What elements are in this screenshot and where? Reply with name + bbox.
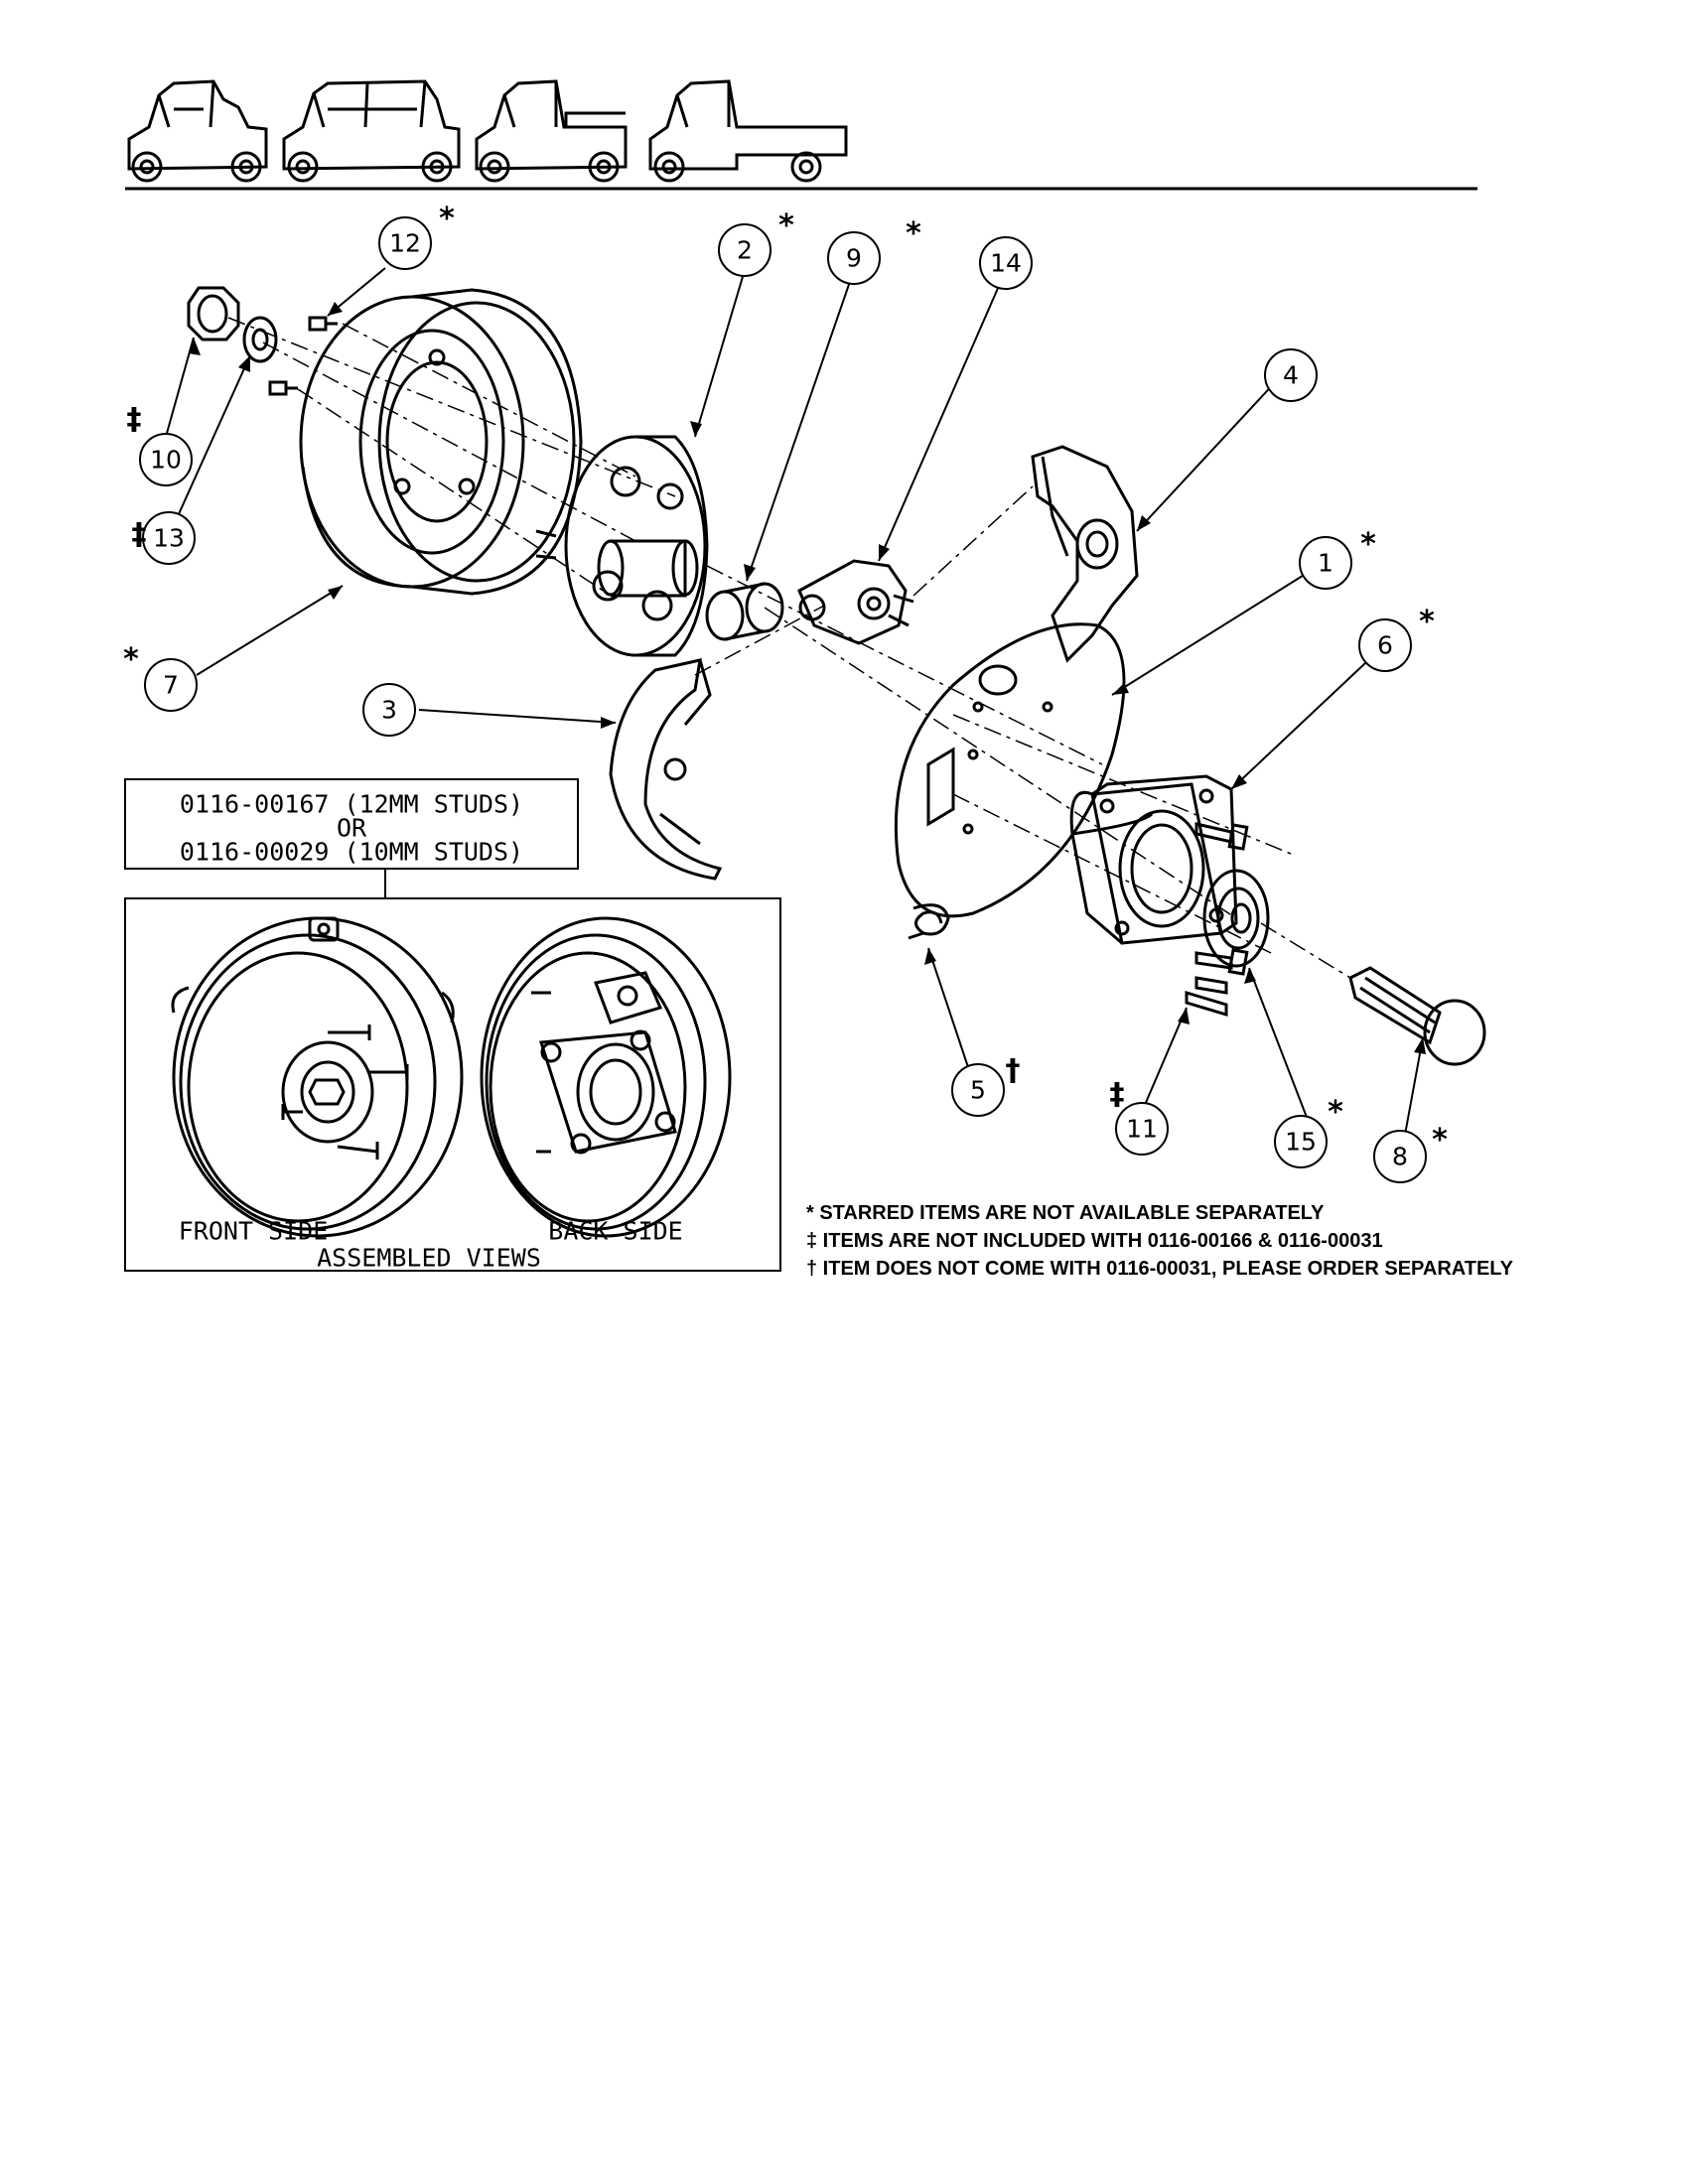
callout-10-mark: ‡ bbox=[127, 402, 142, 437]
vehicle-four-seat-icon bbox=[282, 79, 461, 183]
callout-9-label: 9 bbox=[846, 244, 862, 273]
callout-1-label: 1 bbox=[1318, 549, 1333, 578]
callout-arrowheads bbox=[189, 302, 1426, 1054]
callout-7-label: 7 bbox=[163, 671, 179, 700]
kit-line-3: 0116-00029 (10MM STUDS) bbox=[180, 838, 523, 867]
callout-4-label: 4 bbox=[1283, 361, 1299, 390]
callout-13-mark: ‡ bbox=[132, 517, 147, 552]
callout-10-label: 10 bbox=[150, 446, 182, 475]
part-9-bearing-sleeve bbox=[705, 582, 784, 641]
callout-5-mark: † bbox=[1006, 1053, 1021, 1088]
part-10-nut bbox=[187, 286, 240, 341]
callout-12-label: 12 bbox=[389, 229, 421, 258]
part-15-seal bbox=[1202, 869, 1270, 968]
callout-6-label: 6 bbox=[1377, 631, 1393, 660]
footnote-starred: * STARRED ITEMS ARE NOT AVAILABLE SEPARA… bbox=[806, 1202, 1325, 1224]
assembled-views-box: FRONT SIDE BACK SIDE ASSEMBLED VIEWS bbox=[124, 897, 781, 1273]
callout-8-label: 8 bbox=[1392, 1143, 1408, 1171]
callout-15-label: 15 bbox=[1285, 1128, 1317, 1157]
part-7-brake-drum bbox=[299, 288, 583, 596]
callout-13-label: 13 bbox=[153, 524, 185, 553]
callout-11-label: 11 bbox=[1126, 1115, 1158, 1144]
kit-line-2: OR bbox=[337, 814, 367, 843]
part-14-wheel-cylinder bbox=[797, 559, 914, 645]
footnote-double-dagger: ‡ ITEMS ARE NOT INCLUDED WITH 0116-00166… bbox=[806, 1230, 1383, 1252]
vehicle-long-flatbed-icon bbox=[648, 79, 848, 183]
front-side-label: FRONT SIDE bbox=[179, 1217, 329, 1246]
part-13-washer bbox=[242, 316, 278, 363]
assembled-back-side-illustration bbox=[480, 916, 732, 1238]
callout-7-mark: * bbox=[123, 642, 139, 677]
callout-12-mark: * bbox=[439, 202, 455, 236]
callout-marks: * * * ‡ ‡ * * * † ‡ * * bbox=[123, 202, 1448, 1158]
callout-1-mark: * bbox=[1360, 527, 1376, 562]
footnotes: * STARRED ITEMS ARE NOT AVAILABLE SEPARA… bbox=[806, 1202, 1514, 1280]
callout-bubbles bbox=[139, 216, 1427, 1183]
part-11-bolts bbox=[1185, 822, 1249, 1018]
footnote-dagger: † ITEM DOES NOT COME WITH 0116-00031, PL… bbox=[806, 1258, 1514, 1280]
callout-3-label: 3 bbox=[381, 696, 397, 725]
callout-labels: 12 2 9 14 4 10 13 1 6 7 3 5 11 15 8 bbox=[150, 229, 1408, 1171]
vehicle-two-seat-icon bbox=[127, 79, 268, 183]
part-12-screws bbox=[268, 316, 338, 396]
part-8-axle-shaft bbox=[1348, 966, 1486, 1066]
alignment-centerlines bbox=[227, 317, 1351, 979]
callout-leaders bbox=[165, 267, 1424, 1136]
callout-8-mark: * bbox=[1432, 1123, 1448, 1158]
part-4-actuating-lever bbox=[1031, 445, 1139, 663]
callout-14-label: 14 bbox=[990, 249, 1022, 278]
part-1-backing-plate bbox=[894, 622, 1126, 918]
vehicle-short-cargo-icon bbox=[475, 79, 628, 183]
callout-9-mark: * bbox=[906, 216, 921, 251]
callout-2-label: 2 bbox=[737, 236, 753, 265]
part-3-brake-shoe bbox=[609, 658, 723, 881]
kit-line-1: 0116-00167 (12MM STUDS) bbox=[180, 790, 523, 819]
callout-6-mark: * bbox=[1419, 605, 1435, 639]
kit-number-box: 0116-00167 (12MM STUDS) OR 0116-00029 (1… bbox=[124, 778, 579, 898]
part-5-spring bbox=[908, 903, 950, 940]
callout-5-label: 5 bbox=[970, 1076, 986, 1105]
callout-11-mark: ‡ bbox=[1110, 1077, 1125, 1112]
callout-15-mark: * bbox=[1328, 1095, 1343, 1130]
part-2-hub bbox=[535, 435, 709, 657]
part-6-bearing-housing bbox=[1069, 774, 1238, 945]
assembled-views-caption: ASSEMBLED VIEWS bbox=[317, 1244, 541, 1273]
assembled-front-side-illustration bbox=[171, 916, 464, 1238]
back-side-label: BACK SIDE bbox=[548, 1217, 682, 1246]
callout-2-mark: * bbox=[778, 208, 794, 243]
